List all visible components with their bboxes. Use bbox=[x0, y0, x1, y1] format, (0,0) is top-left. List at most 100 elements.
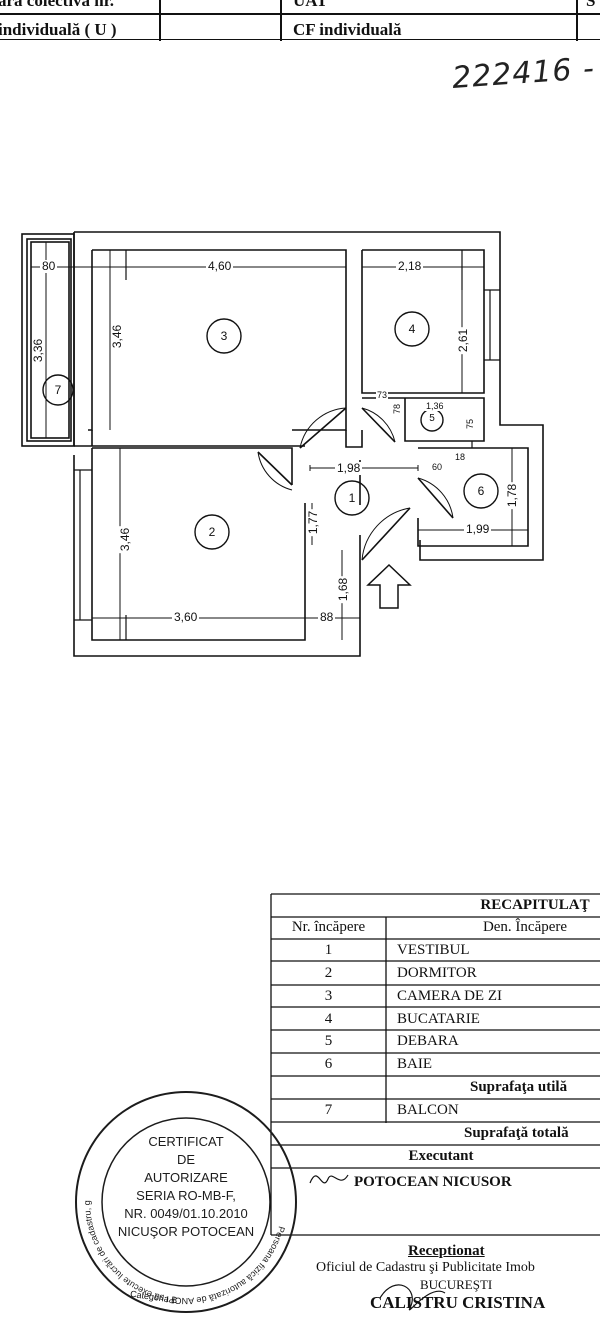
header-col-divider-3 bbox=[576, 0, 578, 41]
door-swing-entrance bbox=[361, 507, 411, 561]
recap-total-area: Suprafaţă totală bbox=[464, 1125, 569, 1141]
recap-title: RECAPITULAŢ bbox=[480, 897, 590, 913]
header-col-divider-2 bbox=[280, 0, 282, 41]
stamp-line-5: NR. 0049/01.10.2010 bbox=[124, 1206, 248, 1221]
dim-room3-height: 3,46 bbox=[110, 322, 125, 351]
recap-row-name: DEBARA bbox=[397, 1033, 459, 1049]
dim-room4-width: 2,18 bbox=[396, 259, 424, 273]
recap-row-nr: 5 bbox=[324, 1033, 333, 1049]
recap-row-nr: 3 bbox=[324, 988, 333, 1004]
door-swing-6 bbox=[417, 477, 454, 519]
recap-city: BUCUREŞTI bbox=[420, 1277, 493, 1292]
room-number-5: 5 bbox=[429, 413, 435, 424]
dim-ticks-hall bbox=[309, 465, 419, 471]
recap-row-nr: 4 bbox=[324, 1011, 333, 1027]
room5-walls bbox=[362, 397, 485, 442]
header-cell-individual: individuală ( U ) bbox=[0, 20, 117, 39]
room-circle-4 bbox=[394, 311, 430, 347]
stamp-line-6: NICUŞOR POTOCEAN bbox=[117, 1224, 255, 1239]
door-leaf-2 bbox=[257, 451, 293, 486]
recap-row-name: VESTIBUL bbox=[397, 942, 470, 958]
recap-receiver: CALISTRU CRISTINA bbox=[370, 1293, 546, 1312]
recap-row-name: DORMITOR bbox=[397, 965, 477, 981]
recap-row-nr: 6 bbox=[324, 1056, 333, 1072]
recap-useful-area: Suprafaţa utilă bbox=[470, 1079, 568, 1095]
dim-entrance-height: 1,68 bbox=[336, 575, 351, 604]
handwritten-number: 222416 - bbox=[450, 51, 596, 96]
header-cell-collective: ara colectivă nr. bbox=[0, 0, 114, 10]
floor-plan: 1 2 3 4 5 6 7 80 3,36 4,60 3,46 2,18 2,6… bbox=[0, 220, 600, 670]
header-cell-s: S bbox=[586, 0, 596, 10]
dim-room3-width: 4,60 bbox=[206, 259, 234, 273]
dim-room5-right: 75 bbox=[465, 417, 476, 431]
room-number-3: 3 bbox=[220, 329, 228, 343]
stamp-line-2: DE bbox=[176, 1152, 196, 1167]
outer-wall-bottom bbox=[73, 455, 361, 657]
recap-office: Oficiul de Cadastru şi Publicitate Imob bbox=[316, 1260, 535, 1275]
door-swing-5 bbox=[361, 407, 396, 443]
room6-walls bbox=[417, 447, 529, 547]
room2-walls bbox=[91, 447, 306, 641]
room-circle-7 bbox=[42, 374, 74, 406]
signature-executant bbox=[309, 1174, 446, 1311]
door-leaf-6 bbox=[417, 477, 454, 519]
header-grid bbox=[0, 0, 600, 41]
dim-room6-b: 60 bbox=[431, 462, 444, 472]
dim-room2-height: 3,46 bbox=[118, 525, 133, 554]
floor-plan-drawing bbox=[21, 231, 544, 657]
door-leaf-entrance bbox=[361, 507, 411, 561]
header-row-divider bbox=[0, 13, 600, 15]
dim-hall-mid: 1,77 bbox=[306, 508, 321, 537]
dim-entrance-width: 88 bbox=[318, 610, 336, 624]
balcony-inner bbox=[26, 238, 72, 442]
window-marks bbox=[91, 250, 127, 640]
recap-row-nr: 1 bbox=[324, 942, 333, 958]
room-circle-1 bbox=[334, 480, 370, 516]
dim-room5-width: 1,36 bbox=[425, 401, 445, 411]
recap-row-nr: 7 bbox=[324, 1102, 333, 1118]
door-swing-3 bbox=[299, 407, 347, 449]
dim-room6-height: 1,78 bbox=[505, 481, 520, 510]
room-circle-6 bbox=[463, 473, 499, 509]
room-number-1: 1 bbox=[348, 491, 356, 505]
dim-room6-a: 18 bbox=[454, 452, 467, 462]
header-cell-cf: CF individuală bbox=[293, 20, 402, 39]
dim-room6-width: 1,99 bbox=[464, 522, 492, 536]
room-number-2: 2 bbox=[208, 525, 216, 539]
recap-grid bbox=[270, 893, 600, 1236]
recap-col-name: Den. Încăpere bbox=[482, 919, 568, 935]
header-cell-uat: UAT bbox=[293, 0, 328, 10]
authorization-stamp: Persoana fizică autorizată de ANCPI să e… bbox=[72, 1088, 300, 1316]
outer-wall-right bbox=[74, 231, 544, 561]
window-kitchen bbox=[484, 289, 500, 361]
window-bedroom bbox=[74, 469, 92, 621]
recap-row-nr: 2 bbox=[324, 965, 333, 981]
balcony-inner-2 bbox=[30, 241, 70, 439]
stamp-line-4: SERIA RO-MB-F, bbox=[136, 1188, 236, 1203]
recap-executant-label: Executant bbox=[408, 1148, 474, 1164]
door-swing-2 bbox=[257, 451, 293, 491]
room4-walls bbox=[361, 249, 485, 394]
dim-hall-width: 1,98 bbox=[335, 461, 363, 475]
room-number-6: 6 bbox=[477, 484, 485, 498]
dim-hall-top: 73 bbox=[376, 390, 389, 400]
entrance-arrow-icon bbox=[366, 563, 412, 609]
dim-balcony-height: 3,36 bbox=[31, 336, 46, 365]
recap-row-name: BUCATARIE bbox=[397, 1011, 480, 1027]
recap-row-name: CAMERA DE ZI bbox=[397, 988, 502, 1004]
dim-balcony-width: 80 bbox=[40, 259, 58, 273]
recap-col-nr: Nr. încăpere bbox=[291, 919, 366, 935]
door-leaf-5 bbox=[361, 407, 396, 443]
header-table: ara colectivă nr. UAT S individuală ( U … bbox=[0, 0, 600, 44]
dim-room4-height: 2,61 bbox=[456, 326, 471, 355]
recap-table: RECAPITULAŢ Nr. încăpere Den. Încăpere 1… bbox=[270, 893, 600, 1320]
recap-row-name: BAIE bbox=[397, 1056, 432, 1072]
header-col-divider-1 bbox=[159, 0, 161, 41]
room-circle-3 bbox=[206, 318, 242, 354]
recap-row-name: BALCON bbox=[397, 1102, 459, 1118]
stamp-line-1: CERTIFICAT bbox=[148, 1134, 224, 1149]
stamp-rings: Persoana fizică autorizată de ANCPI să e… bbox=[72, 1088, 297, 1313]
room-number-7: 7 bbox=[54, 383, 62, 397]
room-circle-2 bbox=[194, 514, 230, 550]
dim-room5-left: 78 bbox=[392, 402, 403, 416]
